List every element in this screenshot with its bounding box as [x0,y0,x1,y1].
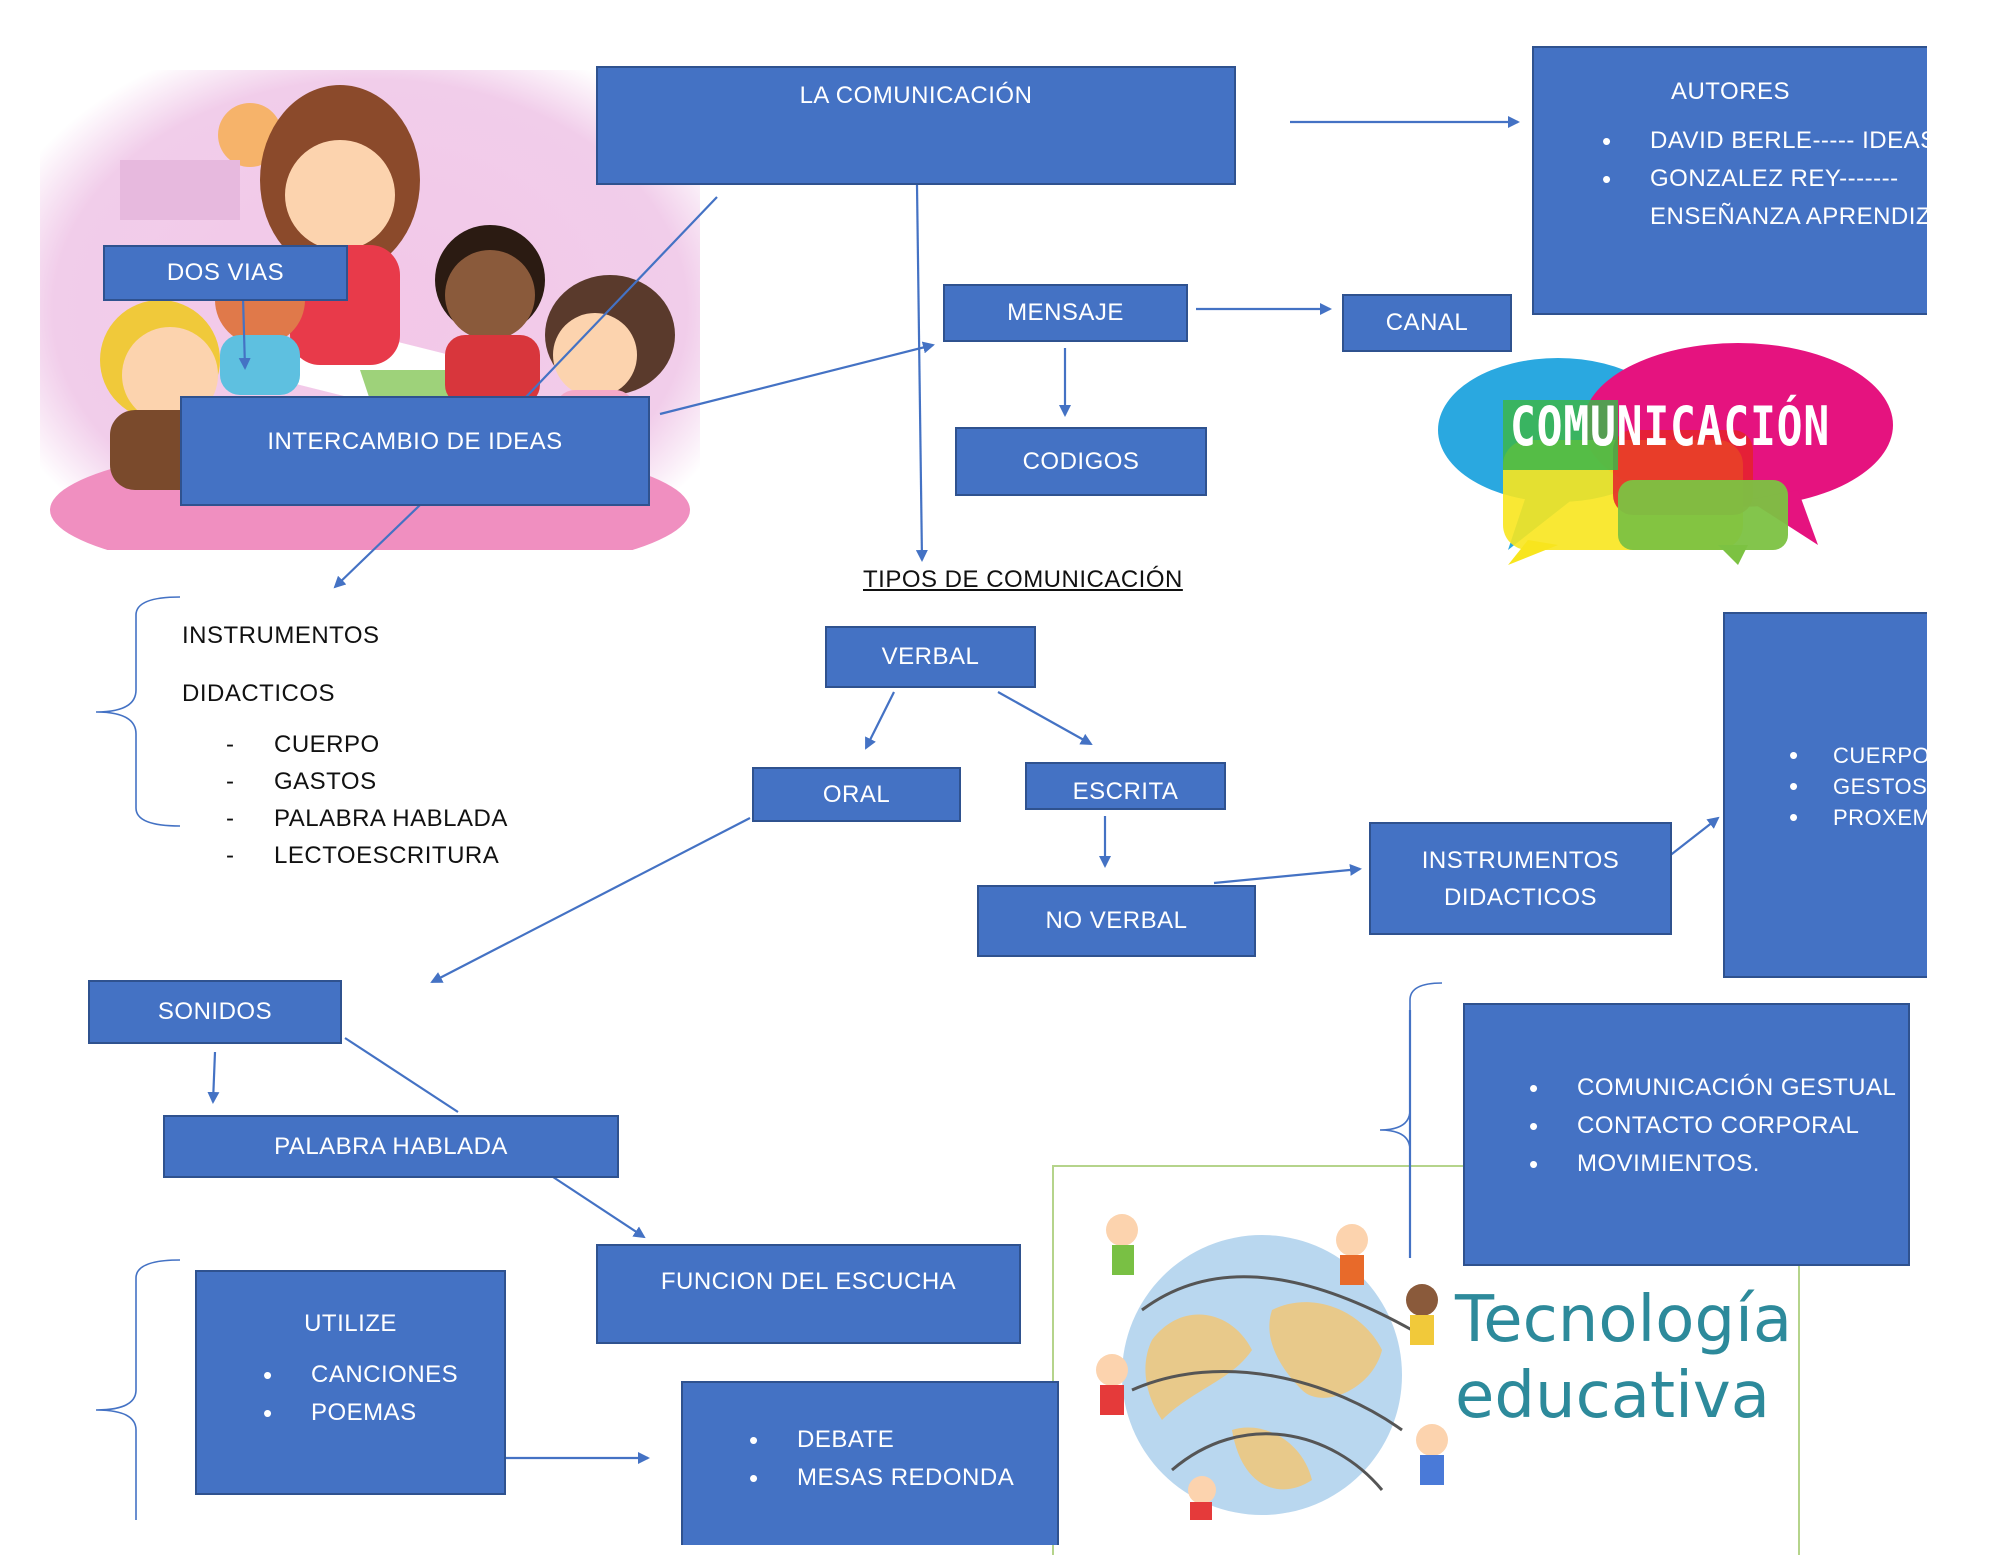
globe-illustration [1096,1214,1448,1520]
intercambio-label: INTERCAMBIO DE IDEAS [267,428,563,455]
la-comunicacion-box: LA COMUNICACIÓN [596,66,1236,185]
arrow-oral-sonidos [430,817,751,983]
arrow-verbal-escrita [997,691,1093,745]
arrow-intercambio-mensaje [659,341,935,416]
oral-box: ORAL [752,767,961,822]
debate-box: DEBATE MESAS REDONDA [681,1381,1059,1545]
no-verbal-label: NO VERBAL [1045,907,1188,934]
tecnologia-frame [1052,1165,1800,1555]
instrumentos-dash-list: CUERPO GASTOS PALABRA HABLADA LECTOESCRI… [182,726,508,874]
intercambio-de-ideas-box: INTERCAMBIO DE IDEAS [180,396,650,506]
line-title-intercambio [525,196,718,398]
sonidos-box: SONIDOS [88,980,342,1044]
arrow-palabra-funcion [549,1174,646,1239]
instrumento-item: GASTOS [226,763,508,800]
debate-item: DEBATE [749,1421,1057,1459]
canal-label: CANAL [1385,309,1469,336]
oral-label: ORAL [822,780,891,808]
cuerpo-gestos-box: CUERPO GESTOS PROXEMIA [1723,612,1927,978]
mensaje-box: MENSAJE [943,284,1188,342]
comunicacion-logo-text: COMUNICACIÓN [1510,395,1830,458]
instrumento-item: LECTOESCRITURA [226,837,508,874]
arrow-sonidos-palabra [207,1051,220,1104]
autor-item: DAVID BERLE----- IDEAS [1602,122,1927,160]
gestual-list: COMUNICACIÓN GESTUAL CONTACTO CORPORAL M… [1529,1069,1908,1183]
instrumentos-line: INSTRUMENTOS [182,622,380,649]
brace-utilize [95,1259,181,1520]
mesas-item: MESAS REDONDA [749,1459,1057,1497]
verbal-label: VERBAL [881,643,980,670]
poemas-item: POEMAS [263,1394,504,1432]
escrita-label: ESCRITA [1072,778,1179,805]
cuerpo-gestos-list: CUERPO GESTOS PROXEMIA [1789,740,1927,833]
sonidos-label: SONIDOS [157,998,273,1025]
gestual-item: COMUNICACIÓN GESTUAL [1529,1069,1908,1107]
instrumentos-didacticos-label: INSTRUMENTOS DIDACTICOS [1421,846,1620,911]
escrita-box: ESCRITA [1025,762,1226,810]
comunicacion-logo: COMUNICACIÓN [1438,343,1893,565]
funcion-escucha-label: FUNCION DEL ESCUCHA [660,1268,957,1295]
dos-vias-box: DOS VIAS [103,245,348,301]
didacticos-line: DIDACTICOS [182,680,336,707]
autores-list: DAVID BERLE----- IDEAS GONZALEZ REY-----… [1602,122,1927,236]
line-sonidos-palabra [344,1037,459,1113]
arrow-dosvias-intercambio [238,296,251,370]
palabra-hablada-box: PALABRA HABLADA [163,1115,619,1178]
brace-gestual [1379,982,1443,1258]
autores-heading: AUTORES [1670,78,1791,105]
educativa-line: educativa [1455,1359,1770,1433]
verbal-box: VERBAL [825,626,1036,688]
autor-item: GONZALEZ REY------- [1602,160,1927,198]
proxemia-item: PROXEMIA [1789,802,1927,833]
arrow-title-tipos [915,184,928,562]
movimientos-item: MOVIMIENTOS. [1529,1145,1908,1183]
cuerpo-item: CUERPO [1789,740,1927,771]
dos-vias-label: DOS VIAS [166,259,285,286]
utilize-heading: UTILIZE [304,1310,397,1337]
funcion-del-escucha-box: FUNCION DEL ESCUCHA [596,1244,1021,1344]
arrow-noverbal-instrumentos [1213,863,1362,885]
tecnologia-line: Tecnología [1455,1283,1793,1357]
arrow-instrumentos-cuerpo [1667,816,1720,858]
debate-list: DEBATE MESAS REDONDA [749,1421,1057,1497]
tipos-de-comunicacion-heading: TIPOS DE COMUNICACIÓN [863,566,1183,593]
mensaje-label: MENSAJE [1007,299,1124,326]
instrumentos-text-block: INSTRUMENTOS DIDACTICOS CUERPO GASTOS PA… [182,622,508,874]
instrumento-item: CUERPO [226,726,508,763]
gestos-item: GESTOS [1789,771,1927,802]
utilize-list: CANCIONES POEMAS [263,1356,504,1432]
autor-item-continued: ENSEÑANZA APRENDIZAJE [1650,203,1927,230]
canciones-item: CANCIONES [263,1356,504,1394]
no-verbal-box: NO VERBAL [977,885,1256,957]
arrow-intercambio-instrumentos [333,504,421,589]
arrow-verbal-oral [865,691,895,750]
brace-instrumentos [95,596,181,827]
tecnologia-educativa-text: Tecnología educativa [1455,1282,1792,1434]
autores-box: AUTORES DAVID BERLE----- IDEAS GONZALEZ … [1532,46,1927,315]
contacto-item: CONTACTO CORPORAL [1529,1107,1908,1145]
la-comunicacion-label: LA COMUNICACIÓN [799,82,1033,109]
utilize-box: UTILIZE CANCIONES POEMAS [195,1270,506,1495]
instrumentos-didacticos-box: INSTRUMENTOS DIDACTICOS [1369,822,1672,935]
instrumento-item: PALABRA HABLADA [226,800,508,837]
comunicacion-gestual-box: COMUNICACIÓN GESTUAL CONTACTO CORPORAL M… [1463,1003,1910,1266]
codigos-label: CODIGOS [1022,447,1140,475]
palabra-hablada-label: PALABRA HABLADA [274,1132,508,1160]
canal-box: CANAL [1342,294,1512,352]
codigos-box: CODIGOS [955,427,1207,496]
